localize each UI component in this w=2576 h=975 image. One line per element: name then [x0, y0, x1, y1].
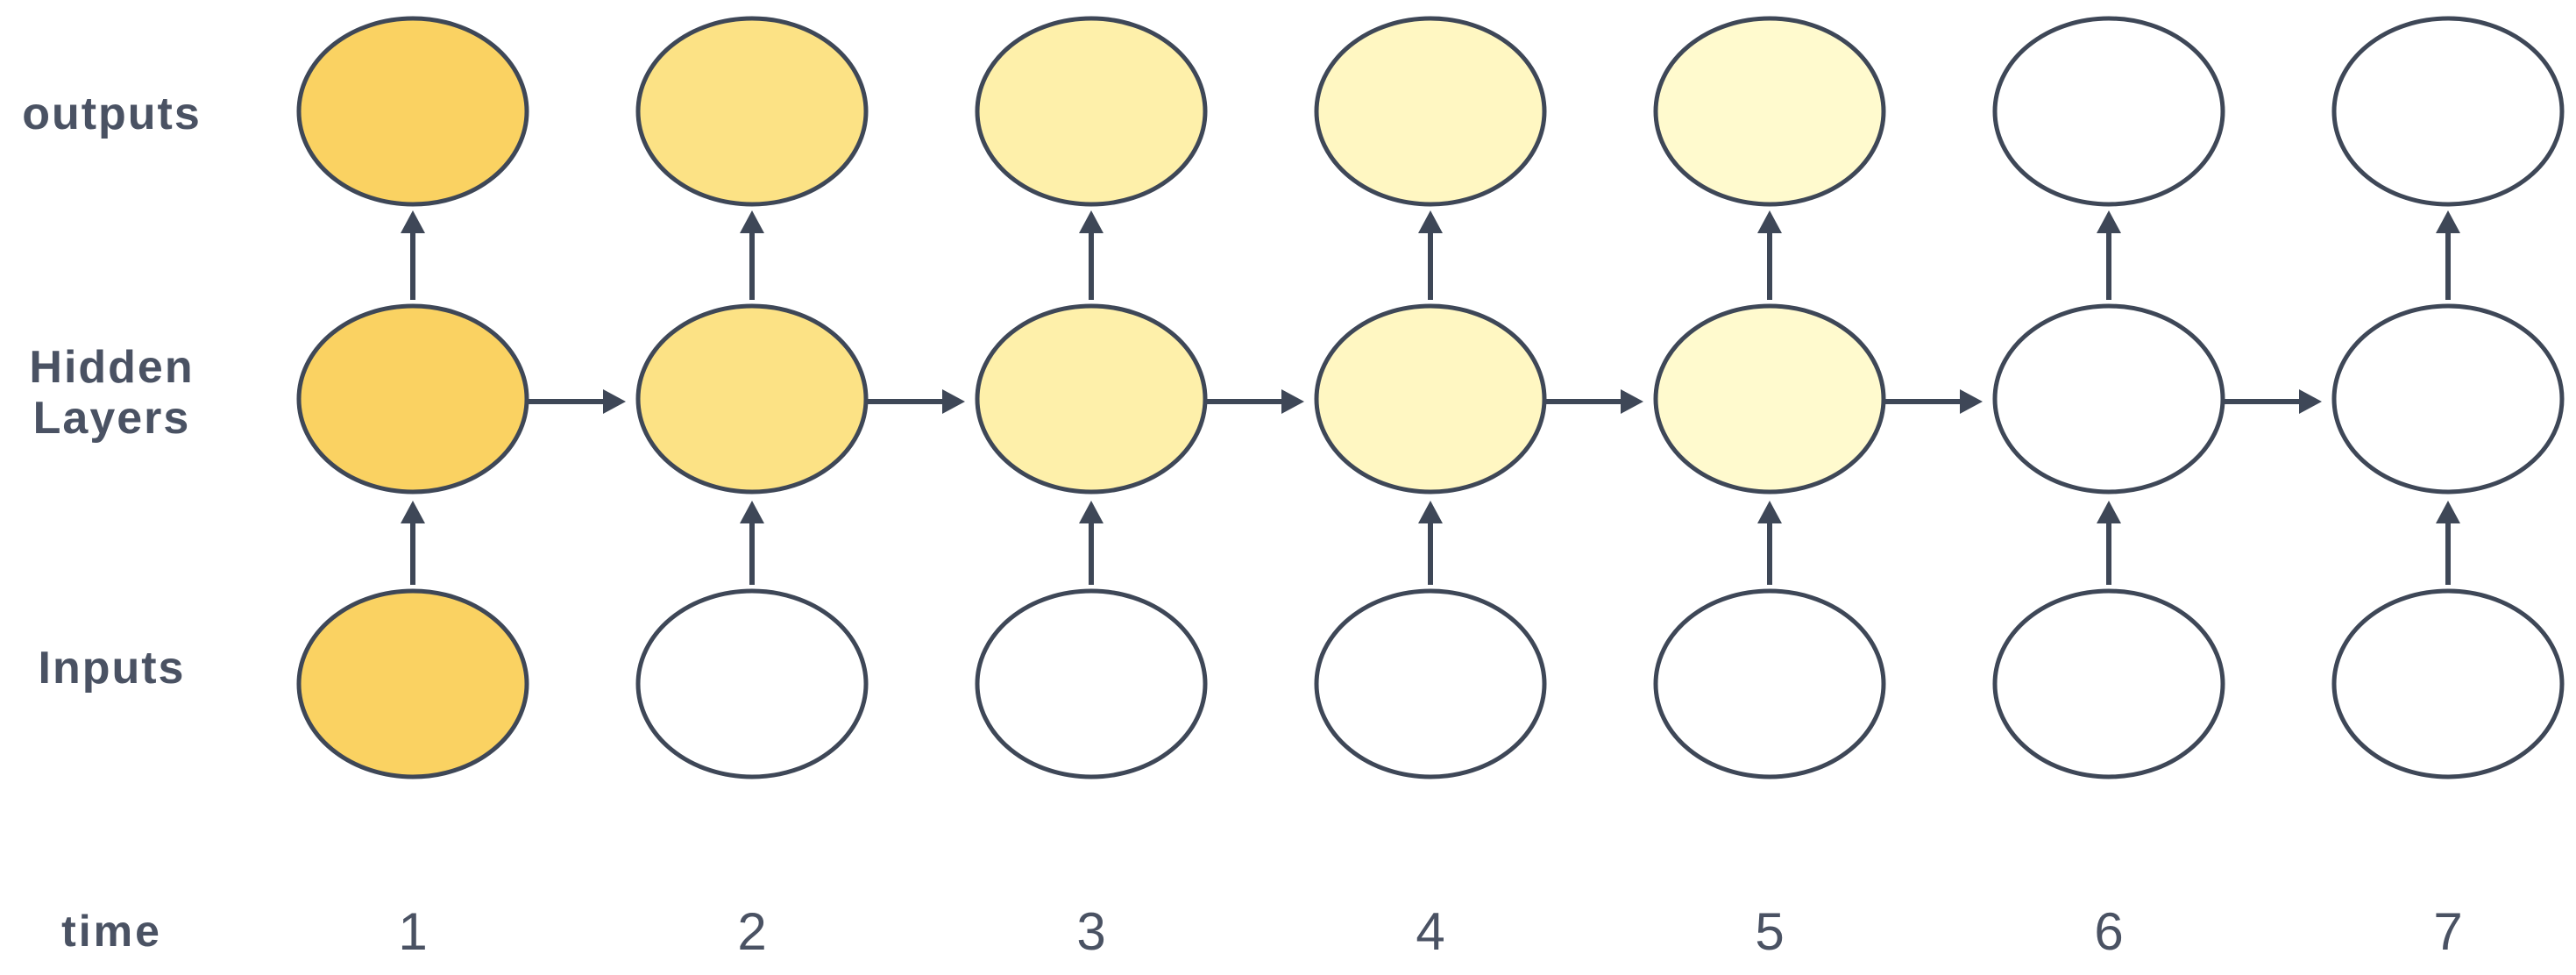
input-to-hidden-arrow-6-head-icon [2097, 501, 2121, 523]
time-step-label-6: 6 [2094, 902, 2123, 961]
input-node-2 [635, 588, 869, 779]
hidden-to-hidden-arrow-6-head-icon [2299, 389, 2322, 414]
input-to-hidden-arrow-5-head-icon [1757, 501, 1782, 523]
hidden-to-output-arrow-6-head-icon [2097, 210, 2121, 233]
hidden-to-output-arrow-5-head-icon [1757, 210, 1782, 233]
time-step-label-2: 2 [737, 902, 766, 961]
input-to-hidden-arrow-3-head-icon [1079, 501, 1103, 523]
time-step-label-1: 1 [398, 902, 427, 961]
hidden-layers-row-label: Hidden Layers [29, 341, 195, 444]
input-node-3 [975, 588, 1208, 779]
hidden-to-hidden-arrow-3-head-icon [1281, 389, 1304, 414]
hidden-node-5 [1653, 303, 1886, 495]
time-axis-label: time [61, 907, 162, 956]
hidden-node-1 [296, 303, 529, 495]
hidden-to-output-arrow-4-head-icon [1418, 210, 1443, 233]
hidden-to-hidden-arrow-5-head-icon [1960, 389, 1983, 414]
input-node-7 [2331, 588, 2565, 779]
hidden-to-output-arrow-2-head-icon [740, 210, 764, 233]
input-node-6 [1992, 588, 2225, 779]
input-node-1 [296, 588, 529, 779]
time-step-label-7: 7 [2433, 902, 2462, 961]
input-node-5 [1653, 588, 1886, 779]
output-node-2 [635, 16, 869, 207]
output-node-3 [975, 16, 1208, 207]
inputs-row-label: Inputs [38, 642, 186, 694]
output-node-4 [1314, 16, 1547, 207]
time-step-label-5: 5 [1755, 902, 1784, 961]
hidden-node-4 [1314, 303, 1547, 495]
hidden-to-hidden-arrow-1-head-icon [603, 389, 626, 414]
input-to-hidden-arrow-2-head-icon [740, 501, 764, 523]
output-node-7 [2331, 16, 2565, 207]
hidden-to-output-arrow-3-head-icon [1079, 210, 1103, 233]
hidden-to-hidden-arrow-4-head-icon [1621, 389, 1643, 414]
outputs-row-label: outputs [22, 88, 202, 139]
input-to-hidden-arrow-4-head-icon [1418, 501, 1443, 523]
hidden-node-3 [975, 303, 1208, 495]
output-node-1 [296, 16, 529, 207]
time-step-label-3: 3 [1076, 902, 1105, 961]
hidden-node-7 [2331, 303, 2565, 495]
input-to-hidden-arrow-1-head-icon [401, 501, 425, 523]
hidden-to-output-arrow-7-head-icon [2436, 210, 2460, 233]
input-node-4 [1314, 588, 1547, 779]
output-node-5 [1653, 16, 1886, 207]
hidden-to-hidden-arrow-2-head-icon [942, 389, 965, 414]
hidden-node-6 [1992, 303, 2225, 495]
output-node-6 [1992, 16, 2225, 207]
time-step-label-4: 4 [1416, 902, 1444, 961]
hidden-to-output-arrow-1-head-icon [401, 210, 425, 233]
hidden-node-2 [635, 303, 869, 495]
input-to-hidden-arrow-7-head-icon [2436, 501, 2460, 523]
